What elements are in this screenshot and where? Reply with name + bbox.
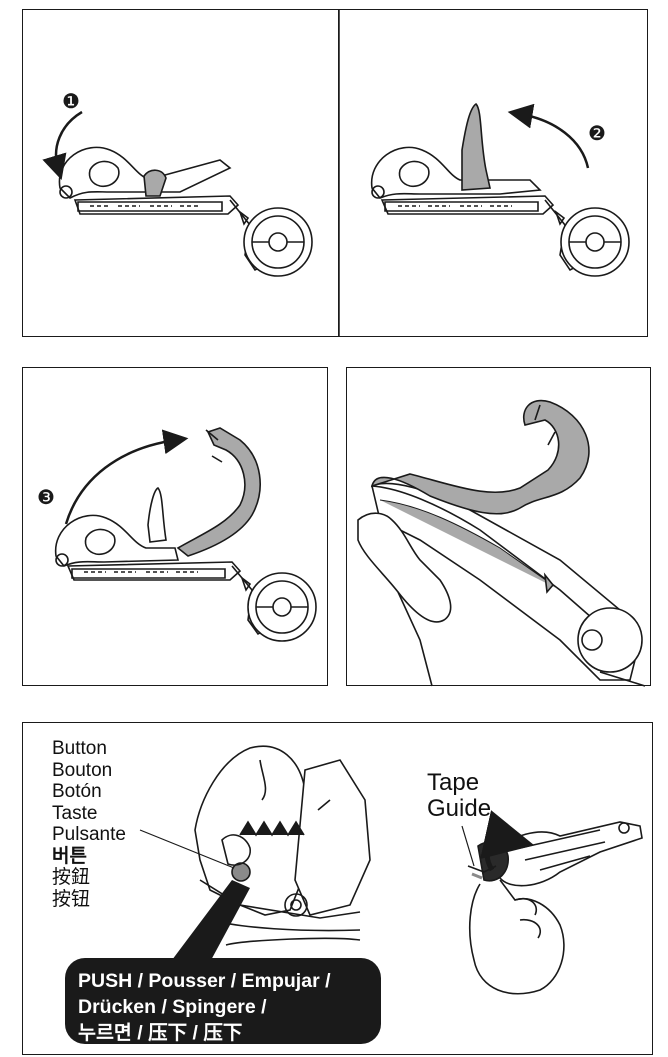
label-button-de: Taste [52, 803, 126, 825]
tape-guide-label-line1: Tape [427, 770, 491, 796]
step-1-badge: ❶ [62, 89, 80, 113]
label-button-zh-cn: 按钮 [52, 889, 126, 911]
label-button-it: Pulsante [52, 824, 126, 846]
push-callout-line1: PUSH / Pousser / Empujar / [78, 968, 381, 994]
label-button-ko: 버튼 [52, 846, 126, 868]
dispenser-illustration-3 [56, 428, 316, 641]
tape-guide-label: Tape Guide [427, 770, 491, 822]
label-button-zh-tw: 按鈕 [52, 867, 126, 889]
dispenser-illustration-1 [59, 147, 312, 276]
button-labels: Button Bouton Botón Taste Pulsante 버튼 按鈕… [52, 738, 126, 910]
tape-guide-leader-line [462, 826, 474, 866]
label-button-en: Button [52, 738, 126, 760]
label-button-es: Botón [52, 781, 126, 803]
tape-guide-label-line2: Guide [427, 796, 491, 822]
label-button-fr: Bouton [52, 760, 126, 782]
step-3-badge: ❸ [37, 485, 55, 509]
push-callout-line3: 누르면 / 压下 / 压下 [78, 1020, 381, 1046]
hand-holding-illustration [358, 401, 645, 686]
push-callout-pointer [172, 880, 250, 962]
tape-guide-illustration [468, 822, 642, 994]
step-2-badge: ❷ [588, 121, 606, 145]
push-callout: PUSH / Pousser / Empujar / Drücken / Spi… [65, 958, 381, 1044]
push-callout-line2: Drücken / Spingere / [78, 994, 381, 1020]
arrow-step-2 [520, 114, 588, 168]
